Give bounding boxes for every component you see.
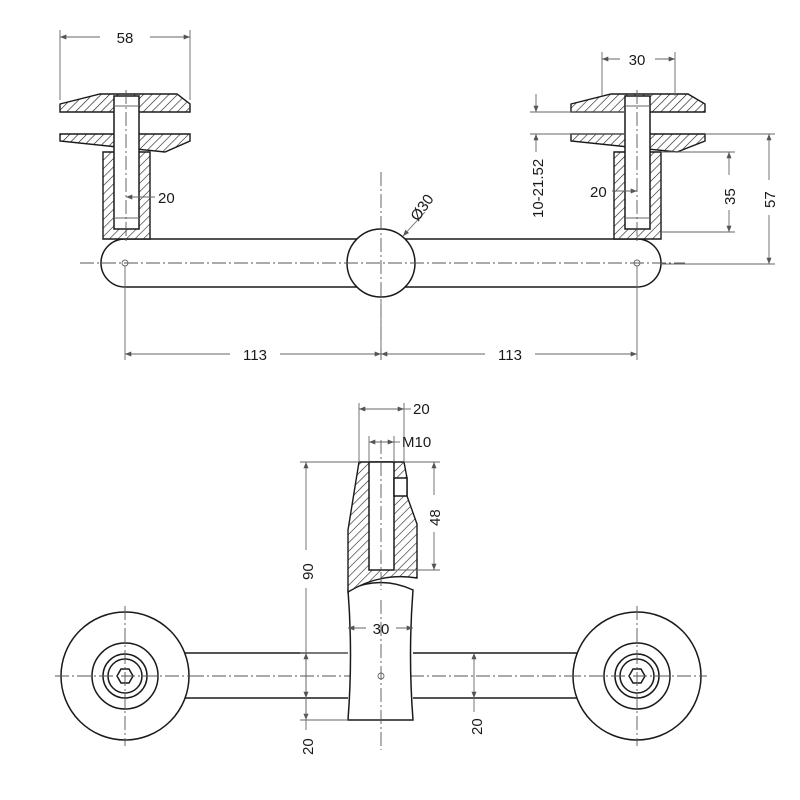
dim-arm-thickness-left: 20 — [300, 738, 317, 755]
right-bolt — [624, 95, 651, 230]
dim-top-left-width: 58 — [117, 30, 134, 47]
dim-section-top-width: 20 — [413, 401, 430, 418]
dim-arm-right: 113 — [498, 347, 522, 364]
dim-section-height: 90 — [300, 563, 317, 580]
left-bolt — [113, 95, 140, 230]
dim-stem-height: 35 — [722, 188, 739, 205]
slot-notch — [393, 477, 408, 497]
dim-arm-thickness-right: 20 — [469, 718, 486, 735]
dim-hub-diameter: Ø30 — [407, 191, 437, 224]
dim-thread-depth: 48 — [427, 509, 444, 526]
dim-right-stem-offset: 20 — [590, 184, 607, 201]
thread-bore — [368, 461, 395, 571]
dim-thread: M10 — [402, 434, 431, 451]
plan-view: 20 M10 48 90 30 20 20 — [55, 401, 707, 755]
left-clamp — [59, 90, 191, 242]
dim-left-stem-offset: 20 — [158, 190, 175, 207]
left-disc — [55, 606, 195, 746]
dim-hub-width: 30 — [373, 621, 390, 638]
dim-arm-left: 113 — [243, 347, 267, 364]
dim-top-right-width: 30 — [629, 52, 646, 69]
side-view: 58 30 20 20 10-21.52 35 57 Ø30 — [59, 30, 779, 364]
right-disc — [567, 606, 707, 746]
dim-clamp-range: 10-21.52 — [530, 159, 547, 218]
right-clamp — [570, 90, 706, 242]
hub-body — [347, 581, 414, 721]
dim-overall-height: 57 — [762, 191, 779, 208]
